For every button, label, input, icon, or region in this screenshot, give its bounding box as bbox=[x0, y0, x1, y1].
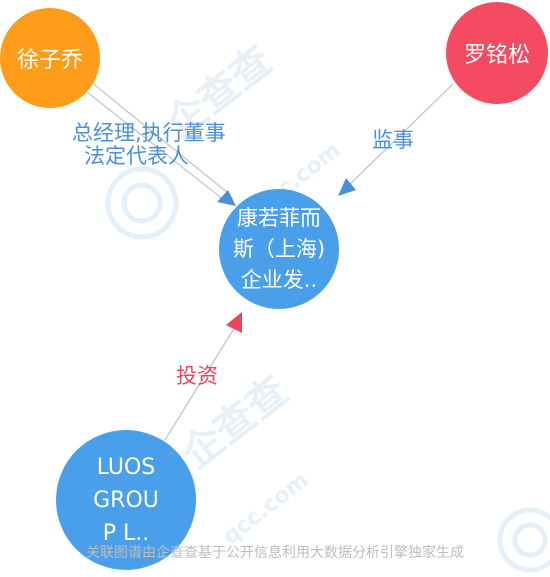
arrowhead-luos-center bbox=[226, 312, 242, 333]
edge-label-xu-line2: 法定代表人 bbox=[84, 144, 189, 168]
arrowhead-luo-center bbox=[338, 178, 356, 196]
watermark-domain-bottom: qcc.com bbox=[218, 468, 313, 550]
node-person-xu[interactable]: 徐子乔 bbox=[0, 8, 100, 108]
node-luo-label: 罗铭松 bbox=[464, 43, 530, 68]
edge-xu-center-2 bbox=[85, 77, 229, 194]
edge-label-luo: 监事 bbox=[372, 128, 414, 152]
node-xu-label: 徐子乔 bbox=[17, 48, 83, 73]
edge-xu-center bbox=[77, 84, 225, 201]
arrowhead-xu-center bbox=[217, 190, 236, 206]
edge-luo-center bbox=[345, 83, 454, 189]
watermark-logo-corner bbox=[497, 507, 550, 573]
node-luos-line3: P L.. bbox=[103, 521, 150, 546]
node-company-center[interactable]: 康若菲而 斯（上海) 企业发.. bbox=[219, 189, 339, 309]
edge-luos-center bbox=[164, 321, 239, 441]
node-center-line1: 康若菲而 bbox=[237, 206, 321, 230]
node-luos-line2: GROU bbox=[93, 488, 159, 513]
node-center-line3: 企业发.. bbox=[241, 268, 317, 292]
node-center-line2: 斯（上海) bbox=[233, 237, 325, 261]
footer-disclaimer: 关联图谱由企查查基于公开信息利用大数据分析引擎独家生成 bbox=[86, 545, 464, 561]
node-person-luo[interactable]: 罗铭松 bbox=[446, 2, 548, 104]
node-company-luos[interactable]: LUOS GROU P L.. bbox=[56, 430, 196, 570]
node-luos-line1: LUOS bbox=[97, 455, 156, 480]
edge-label-luos: 投资 bbox=[176, 364, 218, 388]
edge-label-xu-line1: 总经理,执行董事 bbox=[72, 121, 226, 145]
